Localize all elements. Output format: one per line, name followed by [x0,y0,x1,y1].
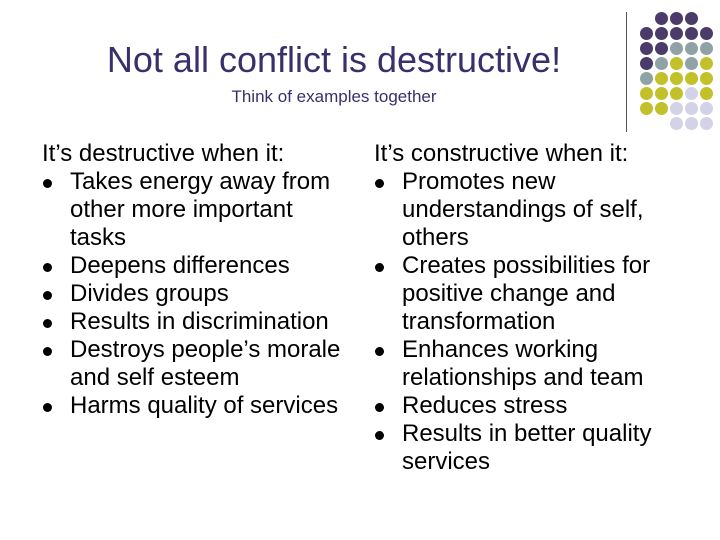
decorative-dot [670,42,683,55]
bullet-icon [43,179,52,188]
list-item: Creates possibilities for positive chang… [374,252,694,336]
decorative-dot-grid [0,0,720,140]
list-item: Harms quality of services [42,392,342,420]
decorative-dot [670,117,683,130]
decorative-dot [640,42,653,55]
decorative-dot [655,57,668,70]
decorative-dot [655,72,668,85]
decorative-dot [670,87,683,100]
decorative-dot [685,27,698,40]
destructive-column: It’s destructive when it: Takes energy a… [42,140,342,420]
decorative-dot [670,72,683,85]
decorative-dot [655,42,668,55]
list-item: Results in better quality services [374,420,694,476]
bullet-icon [43,319,52,328]
list-item: Destroys people’s morale and self esteem [42,336,342,392]
list-item-label: Divides groups [70,280,229,307]
decorative-dot [655,27,668,40]
list-item: Deepens differences [42,252,342,280]
decorative-dot [685,117,698,130]
list-item: Divides groups [42,280,342,308]
header-divider [626,12,627,132]
bullet-icon [375,179,384,188]
list-item-label: Deepens differences [70,252,290,279]
list-item: Takes energy away from other more import… [42,168,342,252]
destructive-heading: It’s destructive when it: [42,140,285,167]
list-item: Reduces stress [374,392,694,420]
decorative-dot [640,27,653,40]
bullet-icon [43,263,52,272]
list-item-label: Takes energy away from other more import… [70,168,331,251]
constructive-column: It’s constructive when it: Promotes new … [374,140,694,476]
destructive-list: Takes energy away from other more import… [42,168,342,420]
bullet-icon [43,347,52,356]
decorative-dot [670,102,683,115]
decorative-dot [700,117,713,130]
list-item: Results in discrimination [42,308,342,336]
bullet-icon [375,431,384,440]
decorative-dot [640,57,653,70]
bullet-icon [375,263,384,272]
decorative-dot [685,72,698,85]
decorative-dot [700,57,713,70]
list-item: Enhances working relationships and team [374,336,694,392]
constructive-heading: It’s constructive when it: [374,140,629,167]
decorative-dot [685,87,698,100]
decorative-dot [670,12,683,25]
decorative-dot [685,42,698,55]
decorative-dot [670,27,683,40]
decorative-dot [685,102,698,115]
slide-title: Not all conflict is destructive! [106,39,562,80]
bullet-icon [375,403,384,412]
list-item-label: Results in better quality services [402,420,652,475]
decorative-dot [640,87,653,100]
constructive-list: Promotes new understandings of self, oth… [374,168,694,476]
list-item-label: Destroys people’s morale and self esteem [70,336,341,391]
list-item: Promotes new understandings of self, oth… [374,168,694,252]
list-item-label: Reduces stress [402,392,568,419]
list-item-label: Enhances working relationships and team [402,336,644,391]
decorative-dot [640,102,653,115]
decorative-dot [670,57,683,70]
decorative-dot [700,87,713,100]
decorative-dot [700,72,713,85]
list-item-label: Creates possibilities for positive chang… [402,252,651,335]
decorative-dot [655,102,668,115]
decorative-dot [700,42,713,55]
bullet-icon [375,347,384,356]
decorative-dot [640,72,653,85]
decorative-dot [685,12,698,25]
bullet-icon [43,403,52,412]
list-item-label: Results in discrimination [70,308,329,335]
decorative-dot [655,12,668,25]
decorative-dot [700,27,713,40]
list-item-label: Harms quality of services [70,392,339,419]
bullet-icon [43,291,52,300]
decorative-dot [655,87,668,100]
slide-subtitle: Think of examples together [231,87,437,106]
decorative-dot [700,102,713,115]
decorative-dot [685,57,698,70]
list-item-label: Promotes new understandings of self, oth… [402,168,644,251]
